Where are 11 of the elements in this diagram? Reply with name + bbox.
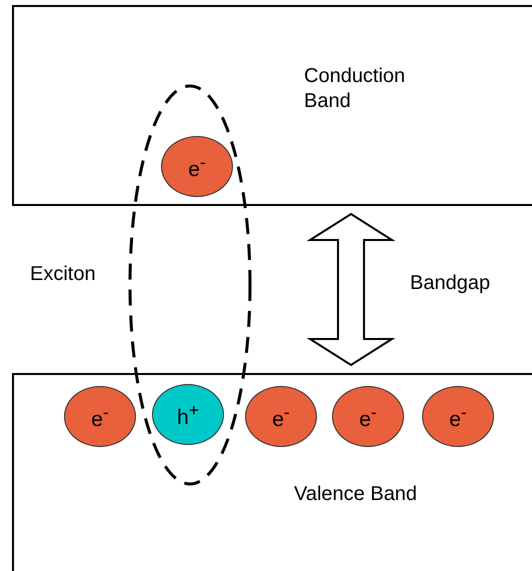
band-label: Conduction Band (304, 64, 406, 114)
electron-particle: e$^{-}$ (332, 386, 404, 447)
electron-particle: e$^{-}$ (64, 386, 136, 447)
double-arrow (306, 212, 396, 366)
exciton-label: Exciton (30, 263, 96, 286)
band-label: Valence Band (294, 482, 418, 507)
edge-label: Bandgap (410, 272, 490, 295)
electron-particle: e$^{-}$ (245, 386, 317, 447)
energy-band (12, 373, 532, 571)
energy-band (12, 5, 532, 206)
electron-particle: e$^{-}$ (422, 386, 494, 447)
